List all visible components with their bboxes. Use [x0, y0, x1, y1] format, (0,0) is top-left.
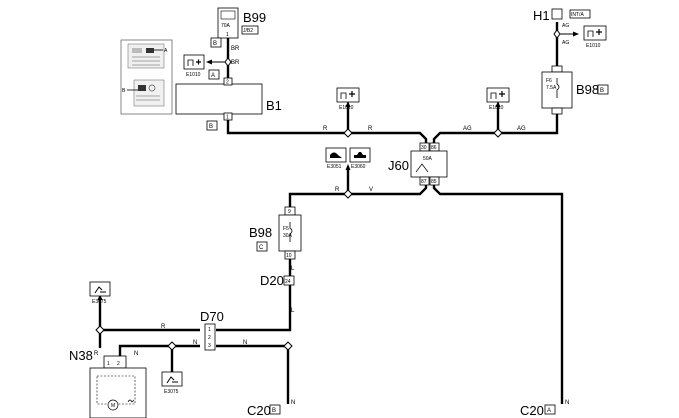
- n38-pin-1: 1: [107, 361, 110, 367]
- component-c20-right: C20 A N: [520, 400, 569, 418]
- b98-mid-fuse: F5: [283, 226, 289, 232]
- wire-l-1: L: [291, 266, 295, 272]
- wire-n-1: N: [193, 340, 197, 346]
- b98-mid-rating: 30A: [283, 233, 293, 239]
- b99-pin: 1: [226, 32, 229, 38]
- relay-ground-code-a: E3051: [327, 164, 342, 170]
- ground-ref-n38: E3075: [161, 371, 183, 395]
- c20-left-label: C20: [247, 403, 271, 418]
- j60-label: J60: [388, 158, 409, 173]
- d70-pin-2: 2: [208, 335, 211, 341]
- wire-ag-h1b: AG: [562, 40, 569, 46]
- svg-text:M: M: [111, 403, 115, 409]
- component-h1: H1 INT/A AG AG: [533, 8, 591, 46]
- j60-rating: 50A: [423, 156, 433, 162]
- b99-rating: 70A: [221, 23, 231, 29]
- b1-ground-code: E1010: [339, 105, 354, 111]
- b1-loc: B: [209, 124, 213, 130]
- detail-label-b: B: [122, 88, 126, 94]
- b98-top-rating: 7.5A: [546, 85, 557, 91]
- ground-ref-h1: E1010: [583, 25, 607, 49]
- wire-l-2: L: [291, 308, 295, 314]
- component-b98-mid: 9 F5 30A 10 B98 C L: [249, 206, 302, 272]
- component-j60: 30 86 50A 87 85 J60: [388, 142, 448, 186]
- component-n38: N38 R N 1 2 M: [69, 348, 147, 418]
- wire-ag-h1a: AG: [562, 23, 569, 29]
- component-d20: D20 24 L: [260, 273, 295, 314]
- ground-ref-d70: E3075: [89, 281, 111, 305]
- wire-ag-1: AG: [463, 126, 472, 132]
- component-b1: B1 2 1 B R R: [175, 77, 373, 132]
- b98-mid-pin-out: 10: [286, 253, 292, 259]
- b98-top-fuse: F6: [546, 78, 552, 84]
- d20-label: D20: [260, 273, 284, 288]
- n38-pin-2: 2: [117, 361, 120, 367]
- wire-r-5: R: [94, 351, 99, 357]
- wire-n-3: N: [134, 351, 138, 357]
- b99-label: B99: [243, 10, 266, 25]
- b1-pin-bottom: 1: [226, 115, 229, 121]
- n38-label: N38: [69, 348, 93, 363]
- d70-ground-code: E3075: [92, 299, 107, 305]
- wire-v-1: V: [369, 187, 373, 193]
- b98-mid-pin-in: 9: [288, 209, 291, 215]
- wire-n-4: N: [291, 400, 295, 406]
- wire-br-1: BR: [231, 46, 240, 52]
- relay-ag-ground-code: E1010: [489, 105, 504, 111]
- ground-ref-b99: E1010 A: [183, 54, 220, 80]
- b98-top-loc: B: [600, 88, 604, 94]
- component-b99: 70A 1 B99 J/B2 B BR BR: [210, 7, 266, 66]
- component-b98-top: F6 7.5A B98 B AG AG: [463, 65, 609, 132]
- b99-loc: B: [213, 41, 217, 47]
- detail-label-a: A: [164, 48, 168, 54]
- j60-pin-85: 85: [431, 179, 437, 185]
- component-d70: D70 1 2 3 R N N: [161, 309, 247, 351]
- ground-ref-relay-ag: E1010: [486, 87, 510, 111]
- b99-ground-loc: A: [211, 73, 215, 79]
- c20-right-loc: A: [547, 408, 551, 414]
- j60-pin-86: 86: [431, 145, 437, 151]
- wire-n-5: N: [565, 400, 569, 406]
- b98-top-label: B98: [576, 82, 599, 97]
- b1-pin-top: 2: [226, 80, 229, 86]
- relay-ground-code-b: E3060: [351, 164, 366, 170]
- b1-label: B1: [266, 98, 282, 113]
- h1-tag: INT/A: [571, 12, 584, 18]
- c20-left-loc: B: [272, 408, 276, 414]
- b99-fuse-ref: J/B2: [243, 28, 253, 34]
- j60-pin-87: 87: [421, 179, 427, 185]
- wire-r-2: R: [368, 126, 373, 132]
- wire-br-2: BR: [231, 60, 240, 66]
- n38-ground-code: E3075: [164, 389, 179, 395]
- ground-ref-b1: E1010: [336, 87, 360, 111]
- detail-inset: A B: [120, 39, 173, 115]
- ground-ref-relay: E3051 E3060 R V: [325, 147, 373, 193]
- d70-pin-1: 1: [208, 327, 211, 333]
- j60-pin-30: 30: [421, 145, 427, 151]
- c20-right-label: C20: [520, 403, 544, 418]
- component-c20-left: C20 B N: [247, 400, 295, 418]
- junctions: [95, 29, 561, 351]
- wire-r-4: R: [161, 324, 166, 330]
- b98-mid-loc: C: [259, 245, 264, 251]
- wire-r-3: R: [335, 187, 340, 193]
- d70-label: D70: [200, 309, 224, 324]
- h1-label: H1: [533, 8, 550, 23]
- h1-ground-code: E1010: [586, 43, 601, 49]
- wire-ag-2: AG: [517, 126, 526, 132]
- wire-r-1: R: [323, 126, 328, 132]
- d70-pin-3: 3: [208, 343, 211, 349]
- b99-ground-code: E1010: [186, 72, 201, 78]
- d20-pin: 24: [285, 279, 291, 285]
- wire-n-2: N: [243, 340, 247, 346]
- b98-mid-label: B98: [249, 225, 272, 240]
